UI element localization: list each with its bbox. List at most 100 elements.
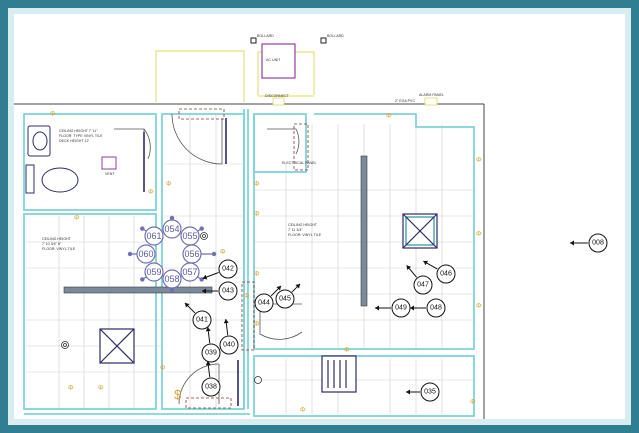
svg-text:Φ: Φ <box>254 211 260 218</box>
cluster-arrow-head <box>127 251 133 257</box>
cluster-bubble <box>162 219 182 239</box>
cluster-tag-054[interactable]: 054 <box>162 219 182 239</box>
diffuser-left <box>99 328 135 364</box>
room-restroom-line-2: FLOOR: TYPE VINYL TILE <box>59 134 103 138</box>
cluster-tag-059[interactable]: 059 <box>144 262 164 282</box>
room-restroom-line-1: CEILING HEIGHT 7' 11" <box>59 129 98 133</box>
svg-text:Φ: Φ <box>50 111 56 118</box>
tag-049[interactable]: 049 <box>375 298 411 318</box>
tag-042[interactable]: 042 <box>202 259 238 280</box>
room-note-left: CEILING HEIGHT 7' 10 3/4" 6" FLOOR: VINY… <box>42 237 76 251</box>
cluster-tag-label: 056 <box>184 249 199 259</box>
cluster-tag-label: 055 <box>182 231 197 241</box>
tag-041[interactable]: 041 <box>184 302 212 330</box>
tag-035[interactable]: 035 <box>406 382 440 402</box>
return-grille <box>321 355 357 393</box>
room-center-line-1: CEILING HEIGHT <box>288 223 318 227</box>
cluster-tag-058[interactable]: 058 <box>162 269 182 289</box>
svg-text:Φ: Φ <box>476 303 482 310</box>
door-frames <box>143 118 239 406</box>
svg-text:Φ: Φ <box>166 181 172 188</box>
tag-bubble <box>436 264 456 284</box>
tag-040[interactable]: 040 <box>219 319 239 355</box>
cluster-tag-label: 059 <box>146 267 161 277</box>
tag-label: 048 <box>430 305 442 312</box>
tag-arrow-head <box>406 389 410 395</box>
tag-label: 008 <box>592 240 604 247</box>
tag-008[interactable]: 008 <box>570 233 608 253</box>
cluster-tag-057[interactable]: 057 <box>180 262 200 282</box>
tag-arrow-head <box>205 361 211 366</box>
tag-038[interactable]: 038 <box>201 361 221 397</box>
floor-plan: BOLLARD BOLLARD AC UNIT DISCONNECT ALARM… <box>14 34 608 419</box>
cluster-tag-056[interactable]: 056 <box>182 244 202 264</box>
exterior-wall <box>14 103 485 419</box>
tag-048[interactable]: 048 <box>410 298 446 318</box>
tag-bubble <box>391 298 411 318</box>
ac-unit-label: AC UNIT <box>266 58 281 62</box>
room-note-restroom: CEILING HEIGHT 7' 11" FLOOR: TYPE VINYL … <box>59 129 103 143</box>
tag-047[interactable]: 047 <box>406 264 433 295</box>
alarm-panel-label: ALARM PANEL <box>419 93 444 97</box>
electrical-panel-label: ELECTRICAL PANEL <box>282 161 317 165</box>
restroom-fixtures <box>25 125 117 194</box>
room-center-line-3: FLOOR: VINYL TILE <box>288 233 322 237</box>
tag-arrow-head <box>223 319 229 324</box>
svg-text:Φ: Φ <box>254 271 260 278</box>
cluster-arrow-head <box>211 251 217 257</box>
tag-bubble <box>192 310 212 330</box>
tag-039[interactable]: 039 <box>201 327 221 363</box>
svg-text:Φ: Φ <box>254 321 260 328</box>
disconnect: DISCONNECT <box>265 94 290 106</box>
diffuser-center <box>402 213 438 249</box>
tag-arrow-head <box>375 305 379 311</box>
tag-label: 038 <box>205 384 217 391</box>
tag-bubble <box>413 275 433 295</box>
svg-text:Φ: Φ <box>386 113 392 120</box>
alarm-panel: ALARM PANEL 2" EGA PVC <box>395 93 444 106</box>
cluster-bubble <box>144 226 164 246</box>
cluster-tag-055[interactable]: 055 <box>180 226 200 246</box>
hvac-diffusers <box>99 213 438 393</box>
tag-bubble <box>275 289 295 309</box>
tag-label: 046 <box>440 271 452 278</box>
svg-text:Φ: Φ <box>476 231 482 238</box>
tag-bubble <box>588 233 608 253</box>
dollar-symbol: $ <box>174 387 182 402</box>
tag-046[interactable]: 046 <box>423 260 456 284</box>
cluster-tag-061[interactable]: 061 <box>144 226 164 246</box>
disconnect-label: DISCONNECT <box>265 94 290 98</box>
conduit-label: 2" EGA PVC <box>395 99 415 103</box>
tag-label: 040 <box>223 342 235 349</box>
dashed-openings <box>178 108 309 409</box>
room-left-line-2: 7' 10 3/4" 6" <box>42 242 62 246</box>
svg-text:Φ: Φ <box>470 399 476 406</box>
room-center-line-2: 7' 11 3/4" <box>288 228 303 232</box>
tag-bubble <box>218 281 238 301</box>
room-note-center: CEILING HEIGHT 7' 11 3/4" FLOOR: VINYL T… <box>288 223 322 237</box>
tag-arrow-head <box>205 327 211 332</box>
cluster-arrow-head <box>140 226 145 231</box>
misc-symbols <box>61 232 262 384</box>
tag-label: 045 <box>279 296 291 303</box>
tag-arrow-head <box>570 240 574 246</box>
tag-bubble <box>201 377 221 397</box>
tag-044[interactable]: 044 <box>254 285 282 313</box>
tag-arrow-head <box>202 274 208 280</box>
cluster-bubble <box>144 262 164 282</box>
cluster-tag-060[interactable]: 060 <box>136 244 156 264</box>
tag-label: 049 <box>395 305 407 312</box>
tag-bubble <box>426 298 446 318</box>
svg-text:Φ: Φ <box>476 157 482 164</box>
bollard-left-label: BOLLARD <box>257 34 274 38</box>
tag-arrow-head <box>184 302 190 308</box>
svg-text:Φ: Φ <box>98 385 104 392</box>
bollard-right: BOLLARD <box>320 34 344 44</box>
svg-text:Φ: Φ <box>244 293 250 300</box>
tag-045[interactable]: 045 <box>275 283 301 309</box>
cluster-tag-label: 058 <box>164 274 179 284</box>
tag-043[interactable]: 043 <box>202 281 238 301</box>
bollard-right-label: BOLLARD <box>327 34 344 38</box>
